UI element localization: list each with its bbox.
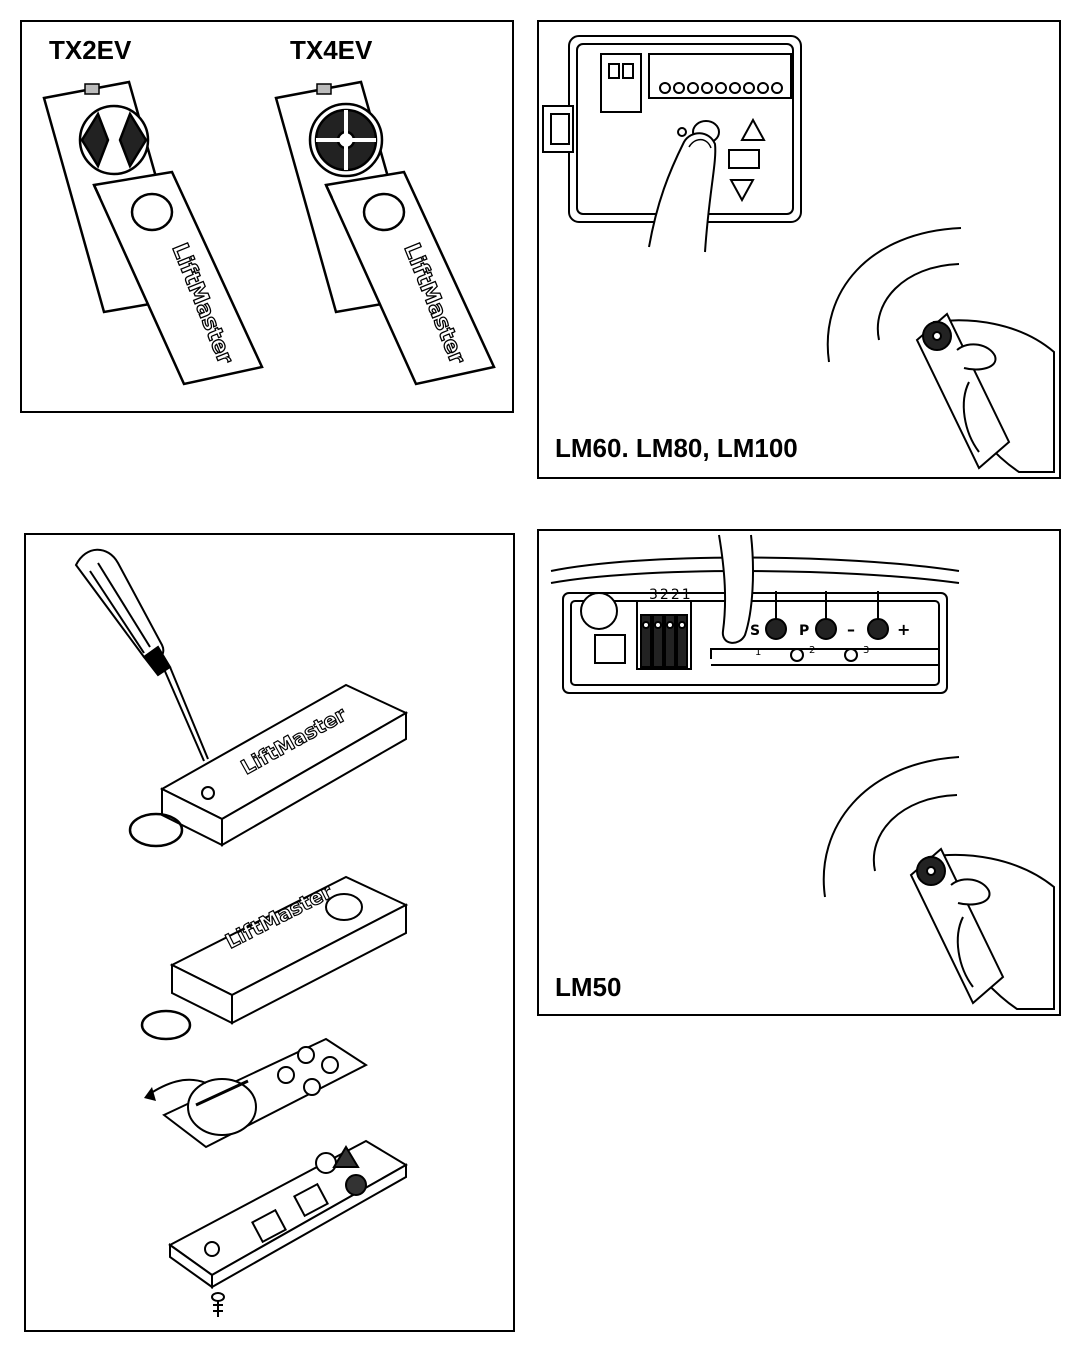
panel-battery-replacement: LiftMaster LiftMaster [24, 533, 515, 1332]
lm50-programming-illustration: 3221 S P – + 1 2 3 [550, 534, 1055, 1010]
panel-programming-lm60-lm80-lm100: LM60. LM80, LM100 [537, 20, 1061, 479]
button-s [765, 618, 787, 640]
finger-icon [648, 132, 717, 253]
button-minus-plus [867, 618, 889, 640]
up-arrow-icon [740, 117, 766, 141]
round-socket [580, 592, 618, 630]
programming-illustration [542, 35, 1055, 473]
keyring-icon [128, 812, 184, 848]
control-board [550, 556, 960, 694]
keyring-icon [140, 1009, 192, 1041]
label-p: P [799, 623, 809, 639]
model-label-tx2ev: TX2EV [49, 35, 132, 65]
signal-wave-icon [872, 794, 958, 872]
label-minus: – [847, 620, 855, 639]
circuit-board [162, 1037, 368, 1149]
stop-button-icon [728, 149, 760, 169]
remote-transmitter-icon: LiftMaster [169, 875, 409, 1025]
hand-icon [915, 312, 1055, 473]
remote-transmitter-icon: LiftMaster [42, 80, 264, 386]
panel-transmitter-models: TX2EV TX4EV LiftMaster [20, 20, 514, 413]
led-label-3: 3 [863, 645, 869, 656]
led-label-2: 2 [809, 645, 815, 656]
label-s: S [750, 623, 760, 639]
model-label-lm60-lm80-lm100: LM60. LM80, LM100 [555, 433, 798, 463]
led-label-1: 1 [755, 647, 761, 658]
hand-icon [909, 847, 1055, 1010]
model-label-lm50: LM50 [555, 972, 622, 1002]
screwdriver-icon [74, 548, 209, 762]
signal-wave-icon [822, 756, 960, 898]
rj-socket [594, 634, 626, 664]
battery-replacement-illustration: LiftMaster LiftMaster [74, 548, 409, 1317]
signal-wave-icon [876, 263, 960, 341]
remote-transmitter-icon: LiftMaster [274, 80, 496, 386]
remote-base [168, 1139, 408, 1289]
button-p [815, 618, 837, 640]
led-indicator [790, 648, 804, 662]
down-arrow-icon [729, 179, 755, 203]
control-board [542, 35, 802, 223]
label-plus: + [897, 620, 910, 639]
model-label-tx4ev: TX4EV [290, 35, 373, 65]
screw-icon [201, 786, 215, 800]
led-indicator [844, 648, 858, 662]
finger-icon [718, 534, 754, 644]
signal-wave-icon [826, 227, 962, 363]
terminal-screws [659, 82, 783, 94]
terminal-numbers: 3221 [649, 587, 693, 603]
battery-icon [187, 1078, 257, 1136]
screw-icon [211, 1292, 225, 1317]
panel-programming-lm50: 3221 S P – + 1 2 3 LM50 [537, 529, 1061, 1016]
transmitter-models-illustration: LiftMaster LiftMaster [42, 80, 496, 386]
remote-transmitter-icon: LiftMaster [159, 683, 409, 847]
